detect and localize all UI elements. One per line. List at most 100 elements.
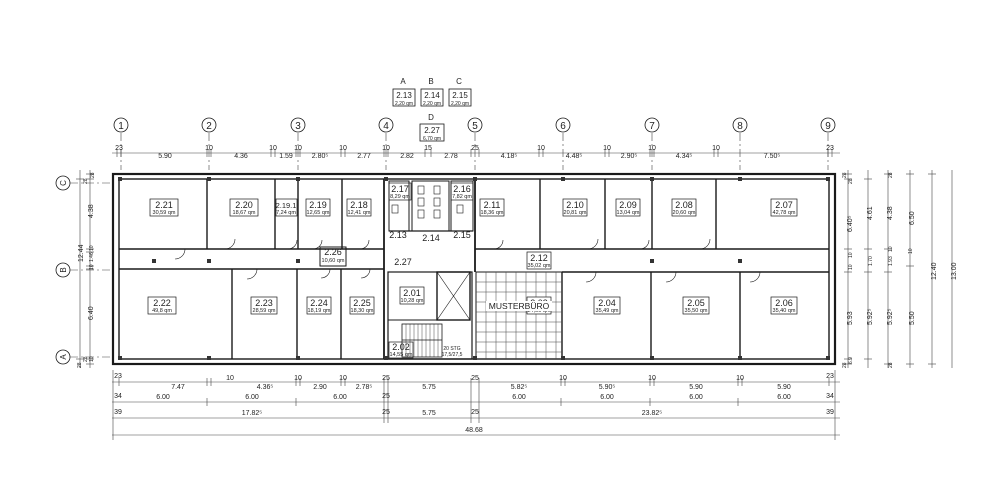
- dim-l-2: 4.38: [88, 204, 95, 218]
- room-area: 18,19 qm: [308, 308, 331, 314]
- room-id: 2.11: [484, 200, 501, 210]
- room-2-20: 2.20 18,67 qm: [229, 198, 259, 217]
- room-2-26: 2.26 10,60 qm: [322, 247, 345, 264]
- room-2-18: 2.18 12,41 qm: [346, 198, 372, 217]
- dim-b3-2: 25: [382, 409, 390, 416]
- room-2-12: 2.12 35,02 qm: [526, 251, 552, 270]
- room-2-16: 2.16 7,82 qm: [450, 182, 474, 201]
- grid-bubble-5: [467, 117, 483, 133]
- corridor-label-2-13: 2.13: [389, 230, 407, 240]
- dim-l-10: 28: [77, 362, 83, 368]
- dim-top-12: 15: [424, 145, 432, 152]
- room-tag-id-2-13: 2.13: [396, 91, 412, 100]
- room-area: 8,29 qm: [390, 194, 410, 200]
- room-area: 35,40 qm: [773, 308, 796, 314]
- grid-bubble-4: [378, 117, 394, 133]
- dim-r2-0: 4.61: [867, 206, 874, 220]
- grid-bubble-6: [555, 117, 571, 133]
- dim-b1-7: 2.78⁵: [356, 384, 373, 391]
- room-area: 18,67 qm: [233, 210, 256, 216]
- room-tag-box-2-27: [419, 123, 445, 142]
- dim-top-5: 1.59: [279, 153, 293, 160]
- grid-bubble-7: [644, 117, 660, 133]
- room-id: 2.04: [598, 298, 616, 308]
- dim-l-6: 12.44: [78, 244, 85, 262]
- grid-rows: C B A: [55, 175, 71, 365]
- room-area: 35,49 qm: [596, 308, 619, 314]
- grid-axis-lines: [70, 133, 829, 358]
- building-walls: [111, 172, 837, 366]
- room-tag-id-2-14: 2.14: [424, 91, 440, 100]
- grid-bubble-1: [113, 117, 129, 133]
- dim-b2-1: 6.00: [156, 394, 170, 401]
- musterbuero-grid: [476, 272, 562, 359]
- dim-b2-5: 6.00: [512, 394, 526, 401]
- dim-r1-6: 5.92⁵: [867, 308, 874, 325]
- room-2-19: 2.19 12,65 qm: [305, 198, 331, 217]
- dim-b1-18: 23: [826, 373, 834, 380]
- room-id: 2.24: [310, 298, 328, 308]
- grid-label-8: 8: [737, 121, 743, 132]
- dim-r1-8: 28: [842, 362, 848, 368]
- room-2-09: 2.09 13,04 qm: [615, 198, 641, 217]
- room-tag-box-2-13: [392, 88, 416, 107]
- dim-r3-4: 10: [908, 248, 914, 254]
- dim-b3-0: 39: [114, 409, 122, 416]
- dim-b1-13: 5.90⁵: [599, 384, 616, 391]
- stair-note-steps: 20 STG: [443, 346, 460, 352]
- dim-r1-7: 6.9: [848, 357, 854, 364]
- label-a: A: [400, 77, 406, 86]
- room-2-06: 2.06 35,40 qm: [770, 296, 798, 315]
- dim-top-23: 7.50⁵: [764, 153, 781, 160]
- dim-b3-5: 23.82⁵: [642, 410, 663, 417]
- room-2-10: 2.10 20,81 qm: [562, 198, 588, 217]
- dim-b1-14: 10: [648, 375, 656, 382]
- room-id: 2.10: [566, 200, 584, 210]
- grid-bubble-2: [201, 117, 217, 133]
- dim-r4-1: 12.40: [931, 262, 938, 280]
- room-2-17: 2.17 8,29 qm: [388, 182, 412, 201]
- dim-top-1: 5.90: [158, 153, 172, 160]
- room-tag-id-2-15: 2.15: [452, 91, 468, 100]
- dim-b2-9: 34: [826, 393, 834, 400]
- dim-r3-0: 28: [888, 172, 894, 178]
- grid-columns: 1 2 3 4 5 6 7 8 9: [113, 117, 836, 133]
- dim-l-3: 10: [89, 245, 95, 251]
- room-area: 20,60 qm: [673, 210, 696, 216]
- dim-top-13: 2.78: [444, 153, 458, 160]
- room-area: 12,65 qm: [307, 210, 330, 216]
- corridor-label-2-14: 2.14: [422, 233, 440, 243]
- dim-top-17: 4.48⁵: [566, 153, 583, 160]
- room-2-24: 2.24 18,19 qm: [306, 296, 332, 315]
- dim-r3-1: 4.38: [887, 206, 894, 220]
- dim-top-2: 10: [205, 145, 213, 152]
- stair-note-ratio: 17,5/27,5: [442, 352, 463, 358]
- room-area: 7,24 qm: [276, 210, 296, 216]
- dim-top-24: 23: [826, 145, 834, 152]
- room-id: 2.19: [309, 200, 327, 210]
- door-swings: [174, 238, 761, 283]
- room-tag-box-2-15: [448, 88, 472, 107]
- dim-b2-6: 6.00: [600, 394, 614, 401]
- grid-label-a: A: [59, 354, 68, 360]
- dim-top-3: 4.36: [234, 153, 248, 160]
- room-id: 2.21: [155, 200, 173, 210]
- label-b: B: [428, 77, 433, 86]
- dim-b1-1: 7.47: [171, 384, 185, 391]
- room-2-23: 2.23 28,59 qm: [250, 296, 278, 315]
- dim-l-9: 28: [83, 356, 89, 362]
- dim-top-15: 4.18⁵: [501, 153, 518, 160]
- dim-r3-6: 28: [888, 362, 894, 368]
- dim-b1-6: 10: [339, 375, 347, 382]
- room-area: 14,55 qm: [390, 352, 413, 358]
- dim-l-0: 28: [90, 172, 96, 178]
- grid-label-9: 9: [825, 121, 831, 132]
- dim-top-18: 10: [603, 145, 611, 152]
- dim-b1-3: 4.36⁵: [257, 384, 274, 391]
- dim-b2-8: 6.00: [777, 394, 791, 401]
- dim-top-19: 2.90⁵: [621, 153, 638, 160]
- room-2-04: 2.04 35,49 qm: [593, 296, 621, 315]
- room-tag-area-2-27: 6,70 qm: [423, 136, 441, 142]
- room-id: 2.26: [324, 247, 342, 257]
- room-id: 2.20: [235, 200, 253, 210]
